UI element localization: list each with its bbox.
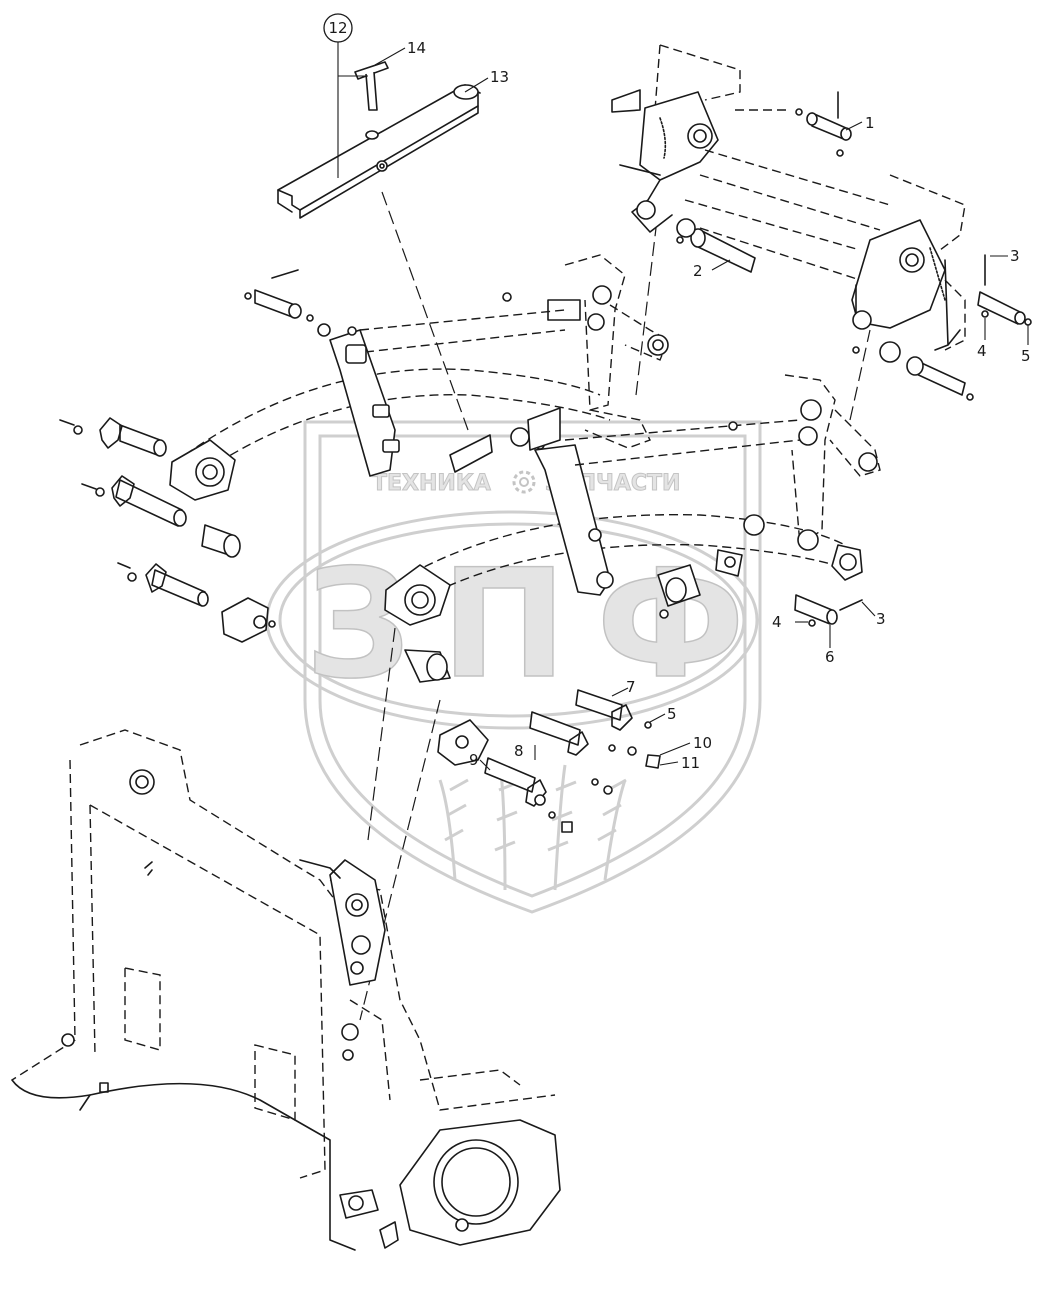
left-side-pins (59, 269, 561, 643)
callout-11: 11 (681, 754, 700, 772)
loader-boom-rear (169, 254, 669, 501)
callout-6: 6 (825, 648, 835, 666)
callout-3-lower: 3 (876, 610, 886, 628)
watermark-shield-logo: ТЕХНИКА ЗАПЧАСТИ ЗПФ (265, 420, 762, 914)
callout-13: 13 (490, 68, 509, 86)
callout-7: 7 (626, 678, 636, 696)
callout-5-upper: 5 (1021, 347, 1031, 365)
t-pin-14 (354, 61, 389, 111)
callout-14: 14 (407, 39, 426, 57)
gear-icon (512, 470, 536, 494)
watermark-logo-text: ЗПФ (305, 538, 745, 712)
callout-9: 9 (469, 751, 479, 769)
callout-12: 12 (328, 19, 347, 37)
watermark-wheat-emblem (438, 764, 627, 891)
tractor-chassis-frame (11, 729, 561, 1251)
callout-circle-12 (323, 13, 353, 43)
callout-8: 8 (514, 742, 524, 760)
center-links-and-pins (404, 549, 863, 833)
callout-10: 10 (693, 734, 712, 752)
callout-4-lower: 4 (772, 613, 782, 631)
callout-pointers (479, 121, 1029, 771)
coupler-pins (676, 91, 1032, 401)
loader-boom-front (347, 292, 881, 626)
watermark-company-text: ТЕХНИКА (372, 471, 491, 496)
callout-4-upper: 4 (977, 342, 987, 360)
callout-3-upper: 3 (1010, 247, 1020, 265)
callout-labels: 12 14 13 1 2 3 4 5 3 4 6 7 5 8 10 11 9 (323, 13, 1031, 772)
callout-2: 2 (693, 262, 703, 280)
callout-1: 1 (865, 114, 875, 132)
quick-coupler-frame (611, 44, 966, 351)
channel-bracket-13 (277, 84, 481, 219)
assembly-leader-lines (359, 191, 871, 1021)
callout-5-lower: 5 (667, 705, 677, 723)
